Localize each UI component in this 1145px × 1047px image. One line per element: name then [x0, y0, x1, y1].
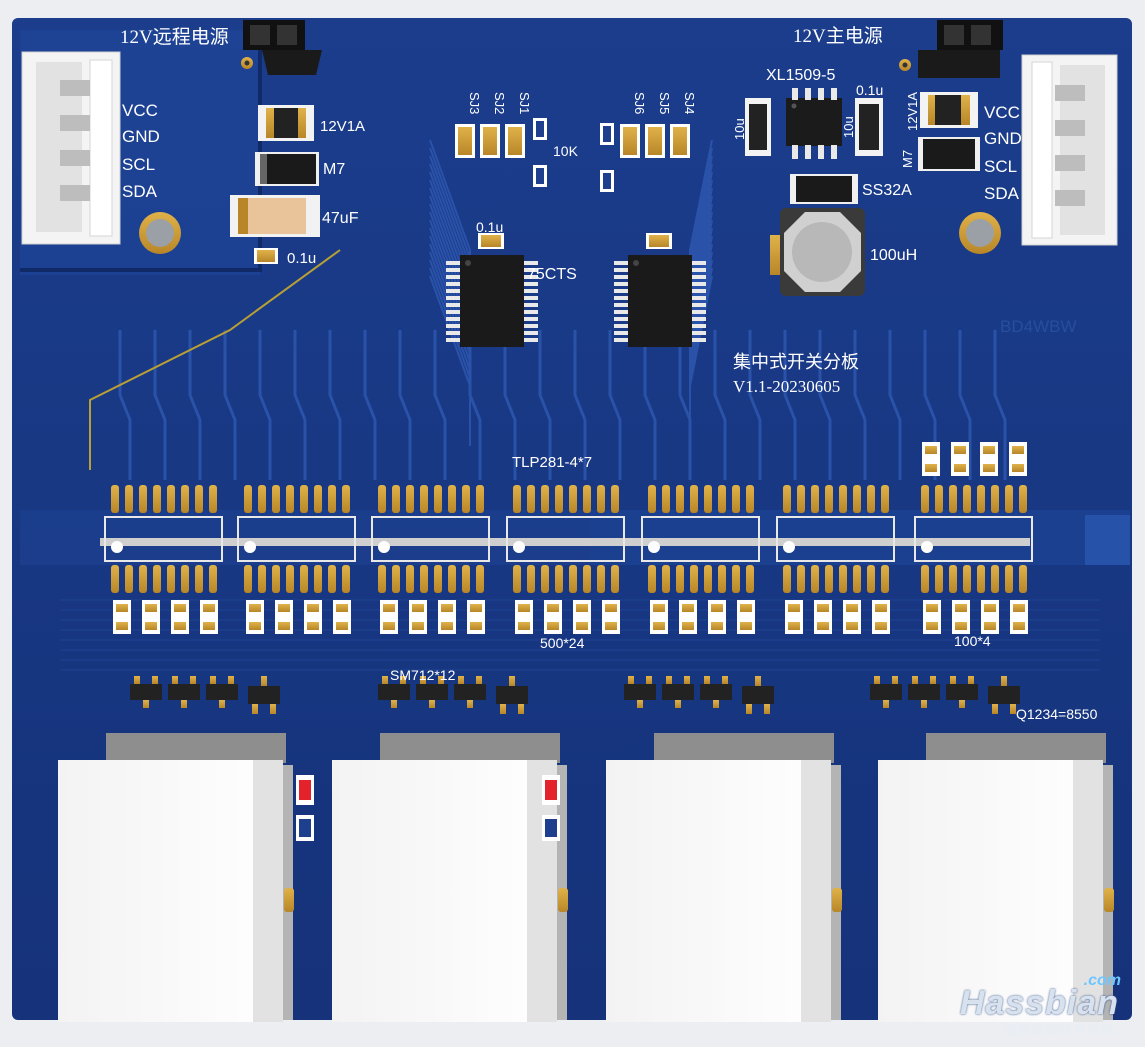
right-i2c-connector — [1021, 54, 1118, 246]
resistor-500-label: 500*24 — [540, 635, 585, 651]
optocoupler-2 — [237, 516, 356, 562]
transistor-2 — [496, 686, 528, 704]
optocoupler-label: TLP281-4*7 — [512, 454, 592, 471]
left-pin-gnd: GND — [122, 127, 160, 146]
soic-chip-1 — [460, 255, 524, 347]
watermark-forum: 瀚思彼岸技术论坛 — [1003, 1023, 1115, 1039]
tvs-6 — [454, 684, 486, 700]
remote-power-header — [241, 20, 322, 75]
right-pin-gnd: GND — [984, 129, 1022, 148]
resistor-10k-label: 10K — [553, 143, 579, 159]
jumper-label-5: SJ5 — [657, 92, 672, 114]
optocoupler-4 — [506, 516, 625, 562]
transistor-label: Q1234=8550 — [1016, 706, 1098, 722]
cap-10u-label-2: 10u — [841, 116, 856, 138]
left-pin-vcc: VCC — [122, 101, 158, 120]
rj45-jack-4 — [878, 760, 1103, 1022]
tvs-1 — [130, 684, 162, 700]
cap-01u-label-reg: 0.1u — [856, 82, 883, 98]
rectifier-label: M7 — [323, 161, 345, 178]
cap-10u-left-of-reg — [745, 98, 771, 156]
right-pin-scl: SCL — [984, 157, 1017, 176]
tvs-9 — [700, 684, 732, 700]
cap-01u-left — [254, 248, 278, 264]
led-1 — [296, 775, 314, 841]
main-power-label: 12V主电源 — [793, 25, 883, 47]
right-pin-sda: SDA — [984, 184, 1020, 203]
led-2 — [542, 775, 560, 841]
bulk-cap-label: 47uF — [322, 210, 359, 227]
optocoupler-6 — [776, 516, 895, 562]
inductor-label: 100uH — [870, 247, 917, 264]
tvs-3 — [206, 684, 238, 700]
cap-10u-label-1: 10u — [732, 118, 747, 140]
fuse-right — [920, 92, 978, 128]
tvs-7 — [624, 684, 656, 700]
jumper-label-1: SJ3 — [467, 92, 482, 114]
regulator-chip — [786, 98, 842, 146]
transistor-1 — [248, 686, 280, 704]
soic-chip-2 — [628, 255, 692, 347]
tvs-12 — [946, 684, 978, 700]
jumper-label-2: SJ2 — [492, 92, 507, 114]
fuse-label-right: 12V1A — [905, 92, 920, 131]
bulk-capacitor — [230, 195, 320, 237]
tvs-2 — [168, 684, 200, 700]
schottky-label: SS32A — [862, 182, 912, 199]
resistor-100-label: 100*4 — [954, 633, 991, 649]
remote-power-label: 12V远程电源 — [120, 26, 229, 48]
cap-10u-right-of-reg — [855, 98, 883, 156]
rj45-jack-1 — [58, 760, 283, 1022]
optocoupler-7 — [914, 516, 1033, 562]
rectifier-diode-right — [918, 137, 980, 171]
main-power-header — [899, 20, 1003, 78]
board-id: BD4WBW — [1000, 317, 1077, 336]
rj45-jack-2 — [332, 760, 557, 1022]
tvs-4 — [378, 684, 410, 700]
ic-label: 75CTS — [527, 266, 577, 283]
optocoupler-1 — [104, 516, 223, 562]
fuse-label: 12V1A — [320, 118, 365, 135]
tvs-label: SM712*12 — [390, 667, 456, 683]
cap-01u-label-left: 0.1u — [287, 250, 316, 267]
rectifier-label-right: M7 — [900, 150, 915, 168]
jumper-label-4: SJ6 — [632, 92, 647, 114]
watermark-brand: Hassbian — [959, 984, 1119, 1022]
transistor-3 — [742, 686, 774, 704]
left-pin-scl: SCL — [122, 155, 155, 174]
watermark-com: .com — [1083, 972, 1121, 989]
right-pin-vcc: VCC — [984, 103, 1020, 122]
rj45-jack-3 — [606, 760, 831, 1022]
jumper-label-6: SJ4 — [682, 92, 697, 114]
rectifier-diode-left — [255, 152, 319, 186]
tvs-10 — [870, 684, 902, 700]
optocoupler-5 — [641, 516, 760, 562]
left-pin-sda: SDA — [122, 182, 158, 201]
board-version: V1.1-20230605 — [733, 377, 840, 396]
cap-01u-label-ic: 0.1u — [476, 219, 503, 235]
tvs-8 — [662, 684, 694, 700]
left-i2c-connector — [21, 51, 121, 245]
tvs-5 — [416, 684, 448, 700]
board-title: 集中式开关分板 — [733, 352, 859, 372]
resistor-10k — [533, 118, 614, 192]
tvs-11 — [908, 684, 940, 700]
optocoupler-3 — [371, 516, 490, 562]
regulator-label: XL1509-5 — [766, 67, 835, 84]
transistor-4 — [988, 686, 1020, 704]
jumper-label-3: SJ1 — [517, 92, 532, 114]
fuse-component — [258, 105, 314, 141]
inductor — [770, 208, 865, 296]
schottky-diode — [790, 174, 858, 204]
opto-rail — [100, 538, 1030, 546]
